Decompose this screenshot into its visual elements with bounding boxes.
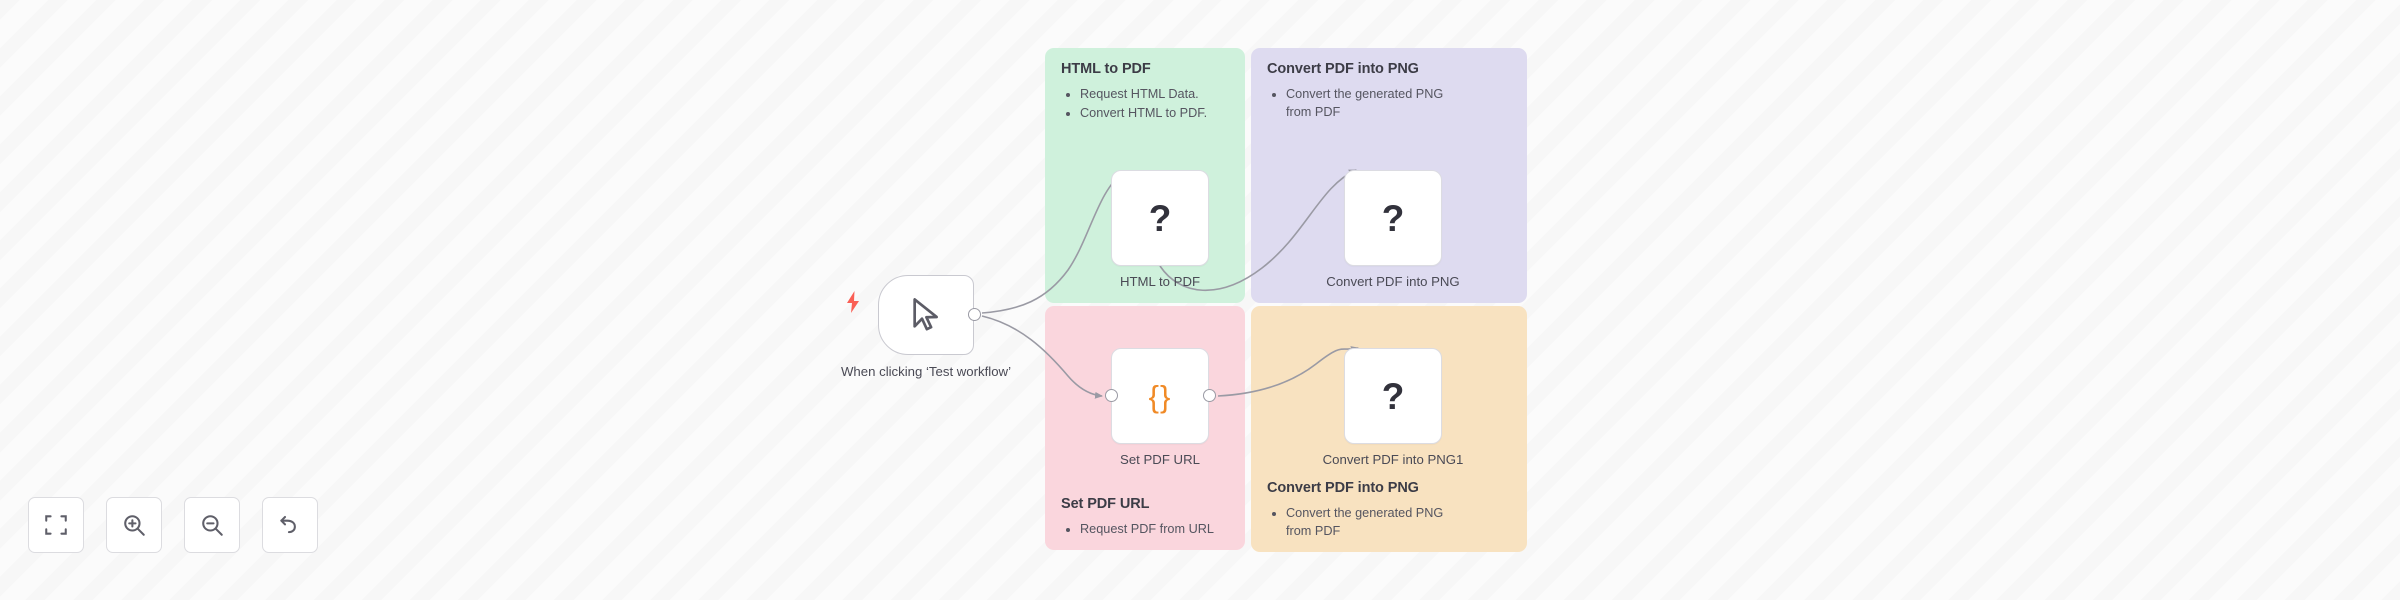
zoom-out-button[interactable] xyxy=(184,497,240,553)
list-item: Request HTML Data. xyxy=(1080,85,1229,103)
node-caption-convert-pdf-into-png: Convert PDF into PNG xyxy=(1326,274,1460,289)
list-item: Convert HTML to PDF. xyxy=(1080,104,1229,122)
zoom-in-button[interactable] xyxy=(106,497,162,553)
list-item: Convert the generated PNG from PDF xyxy=(1286,504,1466,540)
node-caption-convert-pdf-into-png1: Convert PDF into PNG1 xyxy=(1322,452,1464,467)
lightning-bolt-icon xyxy=(847,291,859,313)
cursor-arrow-icon xyxy=(913,298,938,331)
question-mark-icon: ? xyxy=(1381,375,1405,417)
sticky-note-title: Set PDF URL xyxy=(1061,495,1150,512)
canvas-toolbar xyxy=(28,497,318,553)
question-mark-icon: ? xyxy=(1148,197,1172,239)
zoom-to-fit-button[interactable] xyxy=(28,497,84,553)
reset-zoom-button[interactable] xyxy=(262,497,318,553)
connector-output-set-pdf-url[interactable] xyxy=(1203,389,1216,402)
trigger-node-caption: When clicking ‘Test workflow’ xyxy=(840,364,1012,379)
connector-input-set-pdf-url[interactable] xyxy=(1105,389,1118,402)
node-caption-set-pdf-url: Set PDF URL xyxy=(1120,452,1200,467)
fit-to-screen-icon xyxy=(45,515,67,535)
list-item: Request PDF from URL xyxy=(1080,520,1233,538)
code-braces-icon: {} xyxy=(1148,378,1172,414)
connector-output-trigger[interactable] xyxy=(968,308,981,321)
node-caption-html-to-pdf: HTML to PDF xyxy=(1119,274,1201,289)
sticky-note-title: HTML to PDF xyxy=(1061,61,1151,77)
question-mark-icon: ? xyxy=(1381,197,1405,239)
sticky-note-title: Convert PDF into PNG xyxy=(1267,61,1419,77)
sticky-note-list: Request HTML Data. Convert HTML to PDF. xyxy=(1061,85,1229,122)
undo-arrow-icon xyxy=(280,515,296,534)
sticky-note-title: Convert PDF into PNG xyxy=(1267,479,1419,496)
node-set-pdf-url[interactable]: {} xyxy=(1111,348,1209,444)
node-convert-pdf-into-png[interactable]: ? xyxy=(1344,170,1442,266)
node-convert-pdf-into-png1[interactable]: ? xyxy=(1344,348,1442,444)
trigger-node-manual[interactable] xyxy=(878,275,974,355)
zoom-out-icon xyxy=(202,515,223,536)
zoom-in-icon xyxy=(124,515,145,536)
sticky-note-list: Request PDF from URL xyxy=(1061,520,1233,538)
node-html-to-pdf[interactable]: ? xyxy=(1111,170,1209,266)
sticky-note-list: Convert the generated PNG from PDF xyxy=(1267,504,1515,540)
list-item: Convert the generated PNG from PDF xyxy=(1286,85,1466,121)
sticky-note-list: Convert the generated PNG from PDF xyxy=(1267,85,1511,121)
